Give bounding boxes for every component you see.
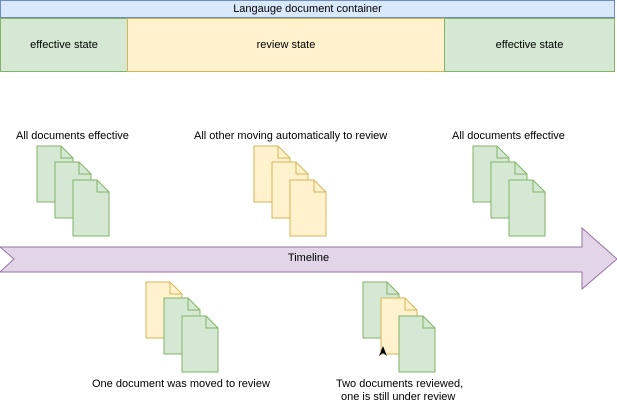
caption-bottom-right-line1: Two documents reviewed, (336, 378, 464, 390)
timeline-arrow (0, 226, 617, 291)
caption-bottom-left: One document was moved to review (92, 378, 270, 390)
group-bottom-left (145, 281, 219, 373)
state-effective-right: effective state (444, 18, 615, 72)
group-bottom-right (362, 281, 436, 373)
document-icon (508, 179, 546, 237)
caption-top-right: All documents effective (452, 130, 565, 142)
document-icon (72, 179, 110, 237)
state-label: effective state (30, 39, 98, 51)
container-title: Langauge document container (233, 3, 382, 15)
mouse-cursor-icon (379, 346, 387, 356)
group-top-center (253, 145, 327, 237)
document-icon (289, 179, 327, 237)
state-effective-left: effective state (0, 18, 128, 72)
group-top-right (472, 145, 546, 237)
caption-top-left: All documents effective (16, 130, 129, 142)
group-top-left (36, 145, 110, 237)
document-icon (181, 315, 219, 373)
state-review: review state (127, 18, 445, 72)
timeline-label: Timeline (287, 252, 330, 264)
language-document-container: Langauge document container (0, 0, 615, 18)
state-label: effective state (495, 39, 564, 51)
caption-bottom-right-line2: one is still under review (341, 391, 456, 403)
caption-top-center: All other moving automatically to review (194, 130, 388, 142)
state-label: review state (256, 39, 316, 51)
document-icon (398, 315, 436, 373)
